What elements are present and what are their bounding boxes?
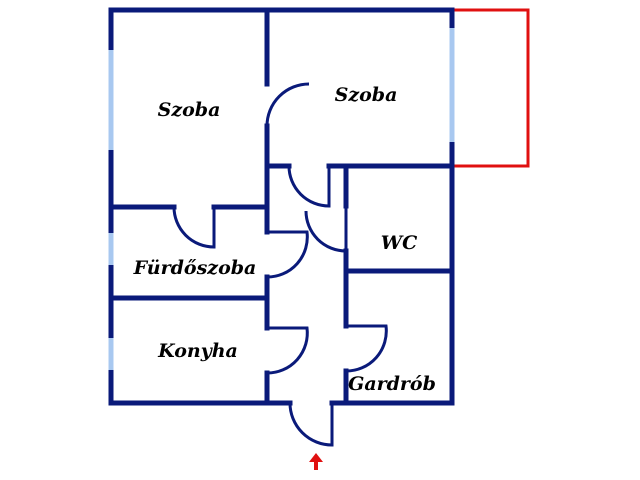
balcony-outline: [452, 8, 530, 168]
door-swing-corridor-top: [287, 165, 331, 208]
room-label-szoba-left: Szoba: [158, 99, 221, 121]
door-swing-left-szoba: [172, 206, 216, 249]
door-swing-gardrob: [345, 324, 388, 373]
room-label-konyha: Konyha: [157, 340, 238, 362]
door-swing-wc: [304, 206, 348, 253]
room-label-wc: WC: [381, 232, 417, 254]
door-swing-right-szoba: [265, 82, 310, 127]
room-label-furdoszoba: Fürdőszoba: [133, 257, 257, 279]
windows: [108, 28, 455, 370]
door-swing-entrance: [288, 402, 334, 447]
room-label-gardrob: Gardrób: [348, 373, 436, 395]
entrance-arrow-icon: [309, 453, 323, 470]
doors: [172, 82, 388, 447]
room-label-szoba-right: Szoba: [335, 84, 398, 106]
door-swing-konyha: [266, 326, 309, 375]
door-swing-furdoszoba: [266, 230, 309, 279]
